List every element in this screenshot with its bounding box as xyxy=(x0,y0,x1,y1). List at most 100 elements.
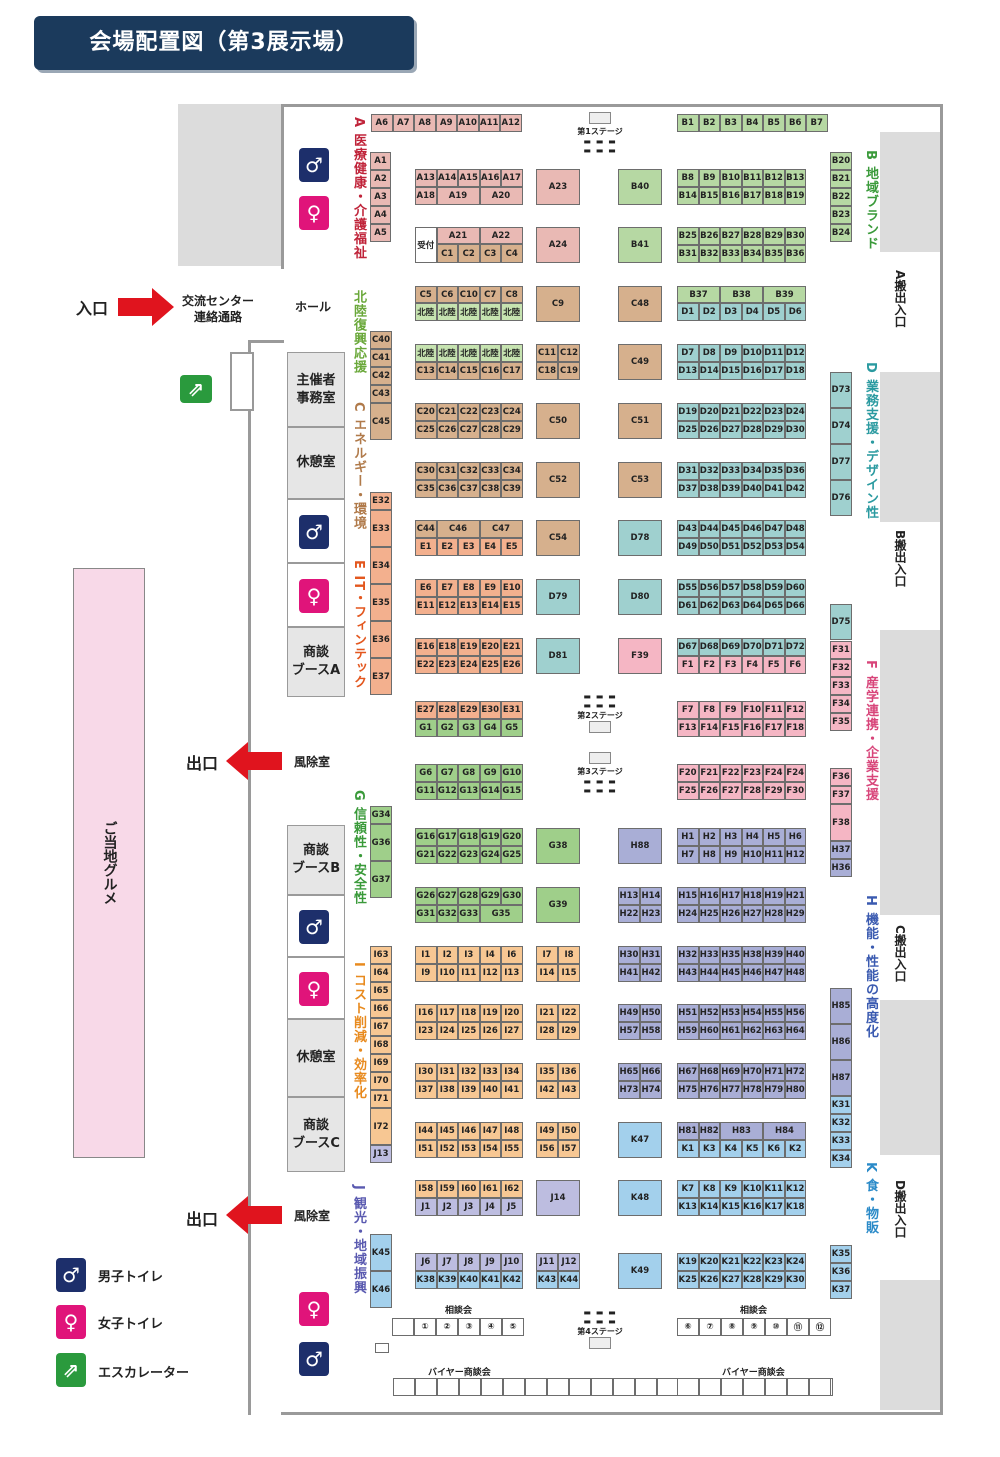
booth-b12[interactable]: B12 xyxy=(763,169,785,187)
booth-k3[interactable]: K3 xyxy=(698,1140,720,1158)
booth-e12[interactable]: E12 xyxy=(436,597,458,615)
booth-f29[interactable]: F29 xyxy=(763,782,785,800)
booth-h63[interactable]: H63 xyxy=(763,1022,785,1040)
booth-④[interactable]: ④ xyxy=(480,1318,502,1336)
booth-i30[interactable]: I30 xyxy=(415,1063,437,1081)
booth-c13[interactable]: C13 xyxy=(415,362,437,380)
booth-d34[interactable]: D34 xyxy=(741,462,763,480)
booth-k17[interactable]: K17 xyxy=(763,1198,785,1216)
booth-g34[interactable]: G34 xyxy=(370,806,392,824)
booth-[interactable] xyxy=(503,1378,525,1396)
booth-a16[interactable]: A16 xyxy=(479,169,501,187)
booth-②[interactable]: ② xyxy=(436,1318,458,1336)
booth-d11[interactable]: D11 xyxy=(763,344,785,362)
booth-i33[interactable]: I33 xyxy=(479,1063,501,1081)
booth-d48[interactable]: D48 xyxy=(784,520,806,538)
booth-北陸[interactable]: 北陸 xyxy=(458,303,480,321)
booth-f35[interactable]: F35 xyxy=(830,713,852,731)
booth-h5[interactable]: H5 xyxy=(763,828,785,846)
booth-d64[interactable]: D64 xyxy=(741,597,763,615)
booth-j3[interactable]: J3 xyxy=(458,1198,480,1216)
booth-g19[interactable]: G19 xyxy=(479,828,501,846)
booth-c2[interactable]: C2 xyxy=(458,244,480,263)
booth-h48[interactable]: H48 xyxy=(784,964,806,982)
booth-g28[interactable]: G28 xyxy=(458,887,480,905)
booth-[interactable] xyxy=(415,1378,437,1396)
booth-⑦[interactable]: ⑦ xyxy=(699,1318,721,1336)
booth-g29[interactable]: G29 xyxy=(479,887,501,905)
booth-c32[interactable]: C32 xyxy=(458,462,480,480)
booth-i11[interactable]: I11 xyxy=(458,964,480,982)
booth-北陸[interactable]: 北陸 xyxy=(415,344,437,362)
booth-h71[interactable]: H71 xyxy=(763,1063,785,1081)
booth-d78[interactable]: D78 xyxy=(618,520,662,556)
booth-h44[interactable]: H44 xyxy=(698,964,720,982)
booth-i9[interactable]: I9 xyxy=(415,964,437,982)
booth-d43[interactable]: D43 xyxy=(677,520,699,538)
booth-[interactable] xyxy=(743,1378,765,1396)
booth-i61[interactable]: I61 xyxy=(479,1180,501,1198)
booth-g4[interactable]: G4 xyxy=(479,719,501,737)
booth-b31[interactable]: B31 xyxy=(677,245,699,263)
booth-c31[interactable]: C31 xyxy=(436,462,458,480)
booth-k48[interactable]: K48 xyxy=(618,1180,662,1216)
booth-b3[interactable]: B3 xyxy=(720,114,742,132)
booth-d28[interactable]: D28 xyxy=(741,421,763,439)
booth-d81[interactable]: D81 xyxy=(536,638,580,674)
booth-c24[interactable]: C24 xyxy=(501,403,523,421)
booth-c44[interactable]: C44 xyxy=(415,520,437,538)
booth-h53[interactable]: H53 xyxy=(720,1004,742,1022)
booth-g3[interactable]: G3 xyxy=(458,719,480,737)
booth-f4[interactable]: F4 xyxy=(741,656,763,674)
booth-d65[interactable]: D65 xyxy=(763,597,785,615)
booth-a20[interactable]: A20 xyxy=(479,187,523,205)
booth-a5[interactable]: A5 xyxy=(370,224,391,242)
booth-e4[interactable]: E4 xyxy=(479,538,501,556)
booth-h88[interactable]: H88 xyxy=(618,828,662,864)
booth-g7[interactable]: G7 xyxy=(436,764,458,782)
booth-e11[interactable]: E11 xyxy=(415,597,437,615)
booth-f14[interactable]: F14 xyxy=(698,719,720,737)
booth-c12[interactable]: C12 xyxy=(558,344,580,362)
booth-b39[interactable]: B39 xyxy=(763,286,806,303)
booth-f36[interactable]: F36 xyxy=(830,768,852,786)
booth-k35[interactable]: K35 xyxy=(830,1245,852,1263)
booth-e20[interactable]: E20 xyxy=(479,638,501,656)
booth-i2[interactable]: I2 xyxy=(436,946,458,964)
booth-i67[interactable]: I67 xyxy=(370,1018,392,1036)
booth-j13[interactable]: J13 xyxy=(370,1145,392,1163)
booth-i53[interactable]: I53 xyxy=(458,1140,480,1158)
booth-g38[interactable]: G38 xyxy=(536,828,580,864)
booth-i42[interactable]: I42 xyxy=(536,1081,558,1099)
booth-i37[interactable]: I37 xyxy=(415,1081,437,1099)
booth-h18[interactable]: H18 xyxy=(741,887,763,905)
booth-f34[interactable]: F34 xyxy=(830,695,852,713)
booth-k5[interactable]: K5 xyxy=(741,1140,763,1158)
booth-i50[interactable]: I50 xyxy=(558,1122,580,1140)
booth-d74[interactable]: D74 xyxy=(830,408,852,444)
booth-g32[interactable]: G32 xyxy=(436,905,458,923)
booth-i43[interactable]: I43 xyxy=(558,1081,580,1099)
booth-k21[interactable]: K21 xyxy=(720,1253,742,1271)
booth-b7[interactable]: B7 xyxy=(806,114,828,132)
booth-e25[interactable]: E25 xyxy=(479,656,501,674)
booth-k28[interactable]: K28 xyxy=(741,1271,763,1289)
booth-i49[interactable]: I49 xyxy=(536,1122,558,1140)
booth-c4[interactable]: C4 xyxy=(501,244,523,263)
booth-h6[interactable]: H6 xyxy=(784,828,806,846)
booth-e10[interactable]: E10 xyxy=(501,579,523,597)
booth-c14[interactable]: C14 xyxy=(436,362,458,380)
booth-g33[interactable]: G33 xyxy=(458,905,480,923)
booth-h42[interactable]: H42 xyxy=(640,964,662,982)
booth-[interactable] xyxy=(591,1378,613,1396)
booth-b28[interactable]: B28 xyxy=(741,227,763,245)
booth-b20[interactable]: B20 xyxy=(830,152,852,170)
booth-e28[interactable]: E28 xyxy=(436,701,458,719)
booth-h79[interactable]: H79 xyxy=(763,1081,785,1099)
booth-b30[interactable]: B30 xyxy=(784,227,806,245)
booth-h35[interactable]: H35 xyxy=(720,946,742,964)
booth-e29[interactable]: E29 xyxy=(458,701,480,719)
booth-f23[interactable]: F23 xyxy=(741,764,763,782)
booth-e1[interactable]: E1 xyxy=(415,538,437,556)
booth-d31[interactable]: D31 xyxy=(677,462,699,480)
